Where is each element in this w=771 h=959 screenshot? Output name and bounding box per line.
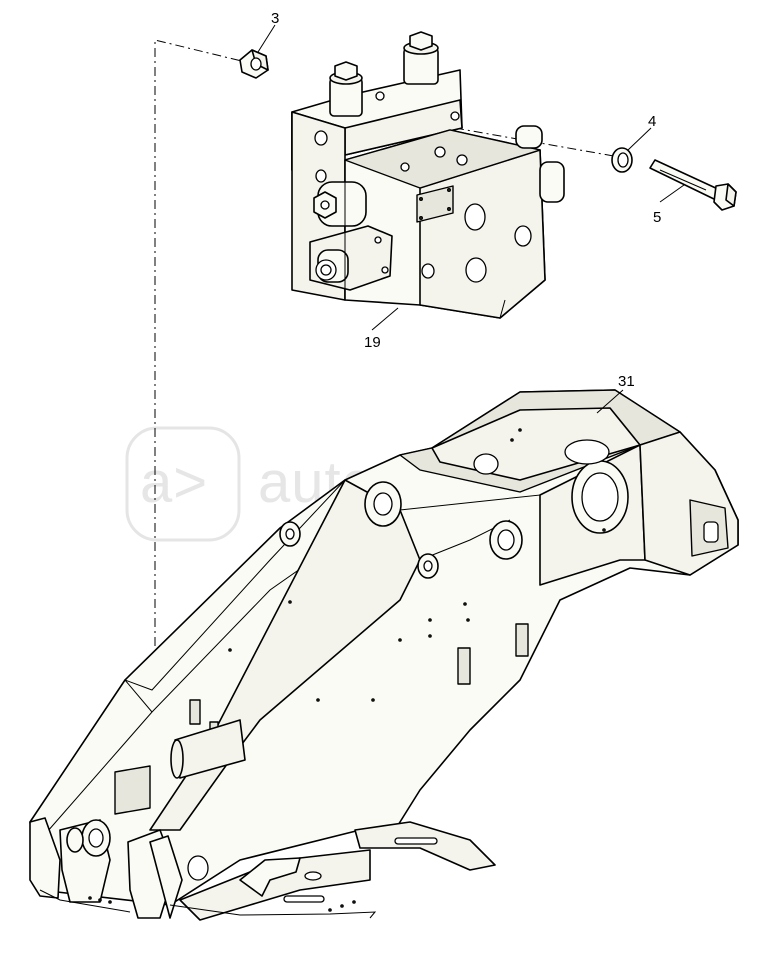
- callout-19: 19: [364, 334, 381, 351]
- callout-31: 31: [618, 373, 635, 390]
- assembly-lines: [154, 39, 626, 800]
- part-19-valve-block: [291, 31, 565, 319]
- frame-rivets: [88, 428, 606, 912]
- leader-lines: [257, 24, 685, 414]
- part-4-washer: [611, 147, 633, 173]
- callout-labels: 3 4 5 19 31: [271, 10, 661, 390]
- watermark-logo-frame: [125, 426, 241, 542]
- part-5-bolt: [649, 159, 737, 211]
- part-3-nut: [239, 49, 269, 79]
- watermark-logo: a>: [140, 450, 208, 515]
- callout-4: 4: [648, 113, 656, 130]
- callout-3: 3: [271, 10, 279, 27]
- part-31-main-frame: [29, 389, 739, 921]
- callout-5: 5: [653, 209, 661, 226]
